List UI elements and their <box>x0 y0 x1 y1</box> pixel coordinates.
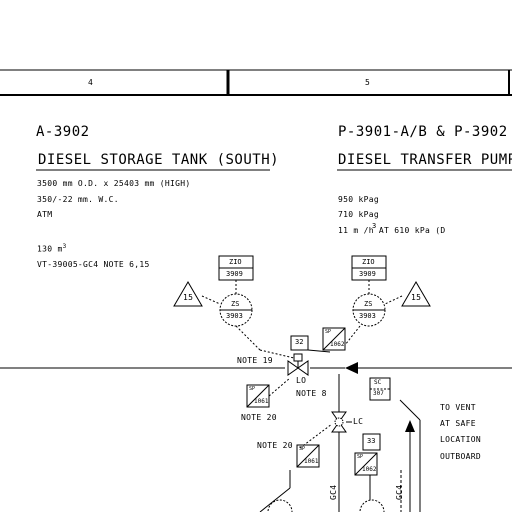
left-zio-label: ZIO <box>229 258 242 266</box>
right-flow-sup: 3 <box>372 222 377 230</box>
left-equipment-tag: A-3902 <box>36 124 90 140</box>
sp-1062b-top: SP <box>357 454 364 460</box>
small-instrument-boxes <box>246 327 391 476</box>
vent-line-2: AT SAFE <box>440 419 476 428</box>
sp-1062-bot: 1062 <box>330 341 345 348</box>
lo-label: LO <box>296 376 307 385</box>
left-zs-sub: 3903 <box>226 312 243 320</box>
lc-label: LC <box>353 417 364 426</box>
zone-label-4: 4 <box>88 78 94 87</box>
left-equipment-name: DIESEL STORAGE TANK (SOUTH) <box>38 152 280 168</box>
note-20-b: NOTE 20 <box>257 441 293 450</box>
sp-1061b-bot: 1061 <box>304 458 319 465</box>
left-capacity-sup: 3 <box>62 243 67 250</box>
vent-line-4: OUTBOARD <box>440 452 481 461</box>
border-zone-strip <box>0 69 512 96</box>
lower-lines <box>259 470 402 512</box>
sc-bot: 307 <box>373 390 384 397</box>
lo-valve <box>287 353 309 376</box>
vent-line-3: LOCATION <box>440 435 481 444</box>
right-triangle-label: 15 <box>411 293 422 302</box>
right-equipment-tag: P-3901-A/B & P-3902 <box>338 124 508 140</box>
vent-line <box>399 399 421 512</box>
left-capacity-value: 130 m <box>37 244 63 254</box>
right-zio-sub: 3909 <box>359 270 376 278</box>
sp-1061-bot: 1061 <box>254 398 269 405</box>
right-spec-line-3: 11 m /h AT 610 kPa (D <box>338 226 446 235</box>
note-19: NOTE 19 <box>237 356 273 365</box>
zone-label-5: 5 <box>365 78 371 87</box>
gc4-label-b: GC4 <box>395 484 404 500</box>
sp-1061-top: SP <box>249 386 256 392</box>
left-spec-line-1: 3500 mm O.D. x 25403 mm (HIGH) <box>37 179 191 188</box>
left-spec-line-3: ATM <box>37 210 53 219</box>
left-zio-sub: 3909 <box>226 270 243 278</box>
note-20-a: NOTE 20 <box>241 413 277 422</box>
gc4-label-a: GC4 <box>329 484 338 500</box>
sp-1061b-top: SP <box>299 446 306 452</box>
right-zs-sub: 3903 <box>359 312 376 320</box>
right-equipment-name: DIESEL TRANSFER PUMP <box>338 152 512 168</box>
right-spec-line-2: 710 kPag <box>338 210 379 219</box>
left-zs-label: ZS <box>231 300 240 308</box>
right-zs-label: ZS <box>364 300 373 308</box>
left-instrument-cluster <box>173 255 295 359</box>
right-instrument-cluster <box>344 255 431 346</box>
left-capacity: 130 m3 <box>37 244 67 254</box>
box-33-label: 33 <box>367 437 376 445</box>
box-32-label: 32 <box>295 338 304 346</box>
flow-arrow <box>345 362 358 374</box>
right-zio-label: ZIO <box>362 258 375 266</box>
sp-1062b-bot: 1062 <box>362 466 377 473</box>
vent-arrow <box>405 420 415 432</box>
sc-top: SC <box>374 379 382 386</box>
lc-branch <box>331 374 352 512</box>
left-triangle-label: 15 <box>183 293 194 302</box>
left-vent-line-tag: VT-39005-GC4 NOTE 6,15 <box>37 260 150 269</box>
right-spec-line-1: 950 kPag <box>338 195 379 204</box>
sp-1062-top: SP <box>325 329 332 335</box>
note-8: NOTE 8 <box>296 389 327 398</box>
vent-line-1: TO VENT <box>440 403 476 412</box>
left-spec-line-2: 350/-22 mm. W.C. <box>37 195 119 204</box>
